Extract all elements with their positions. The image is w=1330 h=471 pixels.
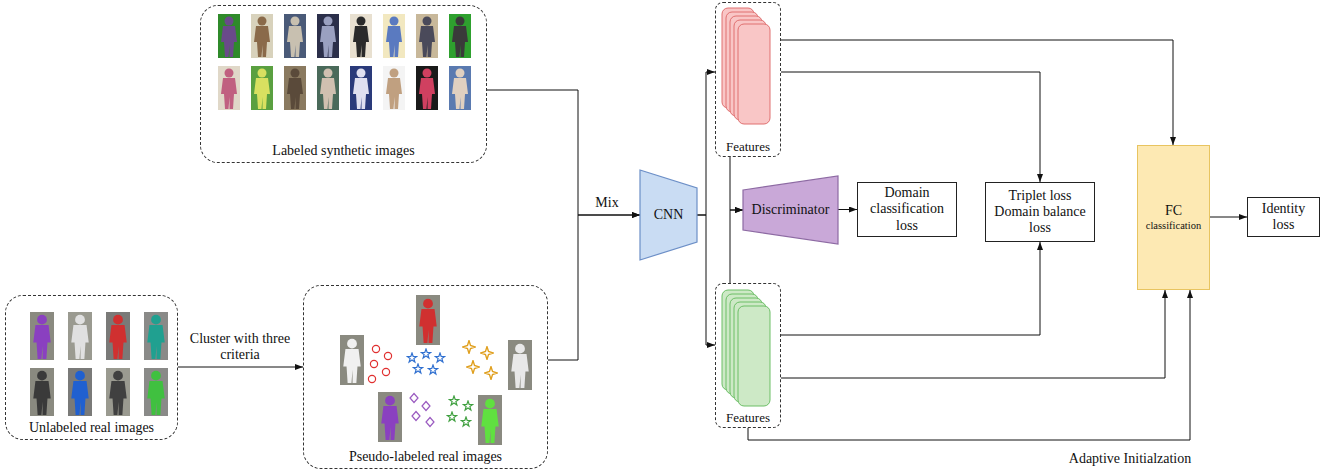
- connector-arrow: [730, 157, 743, 210]
- node-text: classification: [1146, 220, 1201, 232]
- node-text: Features: [726, 140, 770, 155]
- feature-box: Features: [715, 283, 781, 428]
- node-text: Pseudo-labeled real images: [347, 449, 504, 465]
- node-text: Domain classification loss: [863, 185, 951, 233]
- connector-arrow: [1210, 217, 1247, 218]
- loss-box: Triplet loss Domain balance loss: [985, 182, 1095, 242]
- connector-arrow: [781, 72, 1040, 182]
- connector-arrow: [781, 40, 1173, 145]
- feature-stack-green: [722, 290, 770, 406]
- connector-arrow: [697, 215, 715, 345]
- node-text: Unlabeled real images: [27, 420, 156, 436]
- node-text: Features: [726, 411, 770, 426]
- discriminator-trapezoid: Discriminator: [743, 176, 838, 244]
- node-text: Labeled synthetic images: [270, 143, 416, 159]
- feature-stack-red: [722, 8, 770, 124]
- free-label: Mix: [593, 195, 620, 211]
- connector-arrow: [697, 72, 715, 215]
- image-group: Unlabeled real images: [5, 295, 178, 440]
- node-text: Discriminator: [752, 202, 830, 218]
- node-text: FC: [1165, 203, 1182, 219]
- fc-layer: FCclassification: [1137, 145, 1210, 290]
- image-group: Pseudo-labeled real images: [303, 285, 548, 469]
- loss-box: Domain classification loss: [857, 182, 957, 237]
- node-text: Identity loss: [1253, 201, 1314, 233]
- connector-arrow: [487, 90, 640, 215]
- connector-arrow: [730, 210, 743, 283]
- connector-arrow: [781, 290, 1165, 378]
- real-thumbnails: [30, 312, 168, 416]
- loss-box: Identity loss: [1247, 197, 1320, 237]
- connector-arrow: [548, 215, 640, 360]
- feature-box: Features: [715, 2, 781, 157]
- edge-label: Adaptive Initialzation: [1028, 451, 1232, 467]
- edge-label: Cluster with three criteria: [182, 331, 298, 363]
- connector-arrow: [748, 290, 1190, 440]
- connector-arrow: [178, 367, 303, 368]
- node-text: CNN: [654, 207, 684, 223]
- connector-arrow: [781, 242, 1040, 335]
- node-text: Triplet loss Domain balance loss: [991, 188, 1089, 236]
- synthetic-thumbnails: [218, 14, 471, 110]
- cnn-trapezoid: CNN: [640, 170, 697, 260]
- connector-arrow: [838, 209, 857, 210]
- image-group: Labeled synthetic images: [200, 5, 487, 163]
- cluster-illustration: [340, 295, 532, 445]
